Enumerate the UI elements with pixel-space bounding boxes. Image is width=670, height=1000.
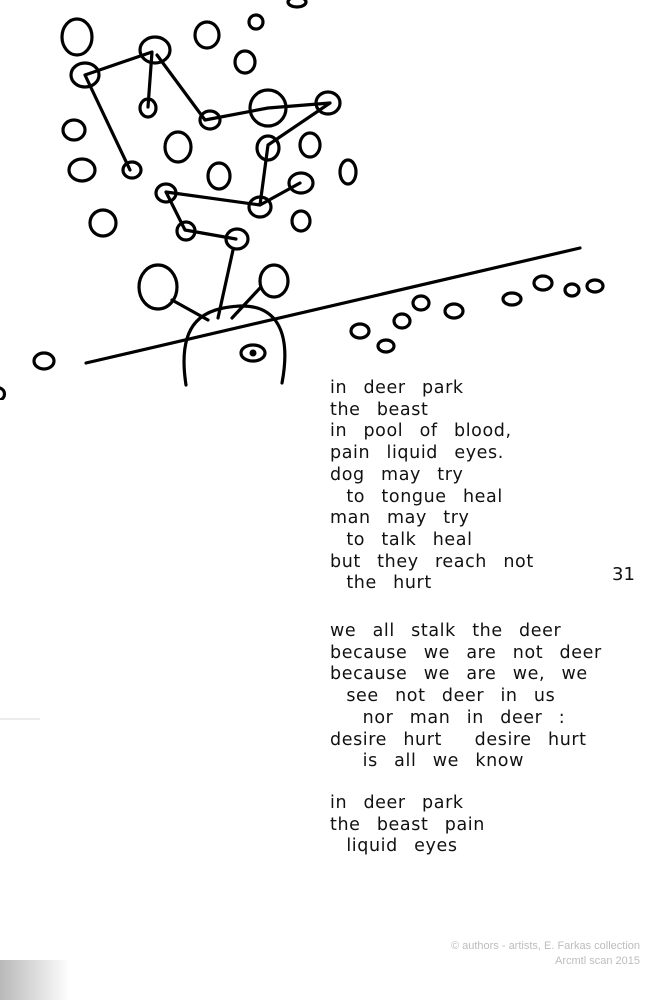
poem-line: in pool of blood, (330, 421, 512, 442)
star-circle (314, 90, 342, 116)
poem-line: pain liquid eyes. (330, 443, 504, 464)
constellation-lines (83, 50, 332, 241)
star-circle (163, 130, 193, 164)
poem-line: the hurt (330, 573, 432, 594)
star-circle (392, 312, 412, 330)
star-circle (175, 220, 197, 242)
star-circle (88, 208, 118, 238)
poem-line: is all we know (330, 751, 524, 772)
star-circle (248, 88, 288, 128)
page-edge-mark (0, 718, 40, 720)
star-circle (349, 322, 371, 340)
poem-line: the beast (330, 399, 429, 420)
poem-line: dog may try (330, 464, 464, 485)
poem-line: in deer park (330, 378, 464, 398)
star-circle (376, 338, 396, 354)
star-circle (67, 157, 97, 183)
star-circle (32, 351, 56, 371)
poem-line: nor man in deer : (330, 707, 566, 728)
star-circle (532, 274, 554, 292)
figure-eye (239, 343, 267, 363)
constellation-illustration (0, 0, 605, 400)
star-circle (286, 0, 308, 9)
star-circle (338, 158, 358, 186)
figure-pupil (249, 349, 257, 357)
poem-line: because we are not deer (330, 642, 602, 663)
poem-line: to tongue heal (330, 486, 503, 507)
star-circle (138, 35, 172, 65)
credit-line-scan: Arcmtl scan 2015 (555, 955, 640, 967)
antenna-left (170, 298, 210, 322)
poem-line: man may try (330, 508, 470, 529)
horizon-line (84, 246, 582, 365)
star-circle (563, 282, 581, 298)
poem-line: in deer park (330, 793, 464, 813)
antenna-right (216, 248, 235, 320)
antenna-bulb-right (258, 263, 290, 299)
credit-line-copyright: © authors - artists, E. Farkas collectio… (450, 940, 640, 952)
poem-line: to talk heal (330, 529, 473, 550)
star-circle (60, 17, 94, 57)
star-circle (69, 61, 101, 89)
star-circle (121, 160, 143, 180)
poem-line: but they reach not (330, 551, 534, 572)
star-circle (138, 97, 158, 119)
star-circle (290, 209, 312, 233)
star-circle (247, 195, 273, 219)
star-circle (501, 291, 523, 307)
edge-fragment (0, 386, 7, 400)
antenna-bulb-left (137, 263, 179, 311)
figure-head (182, 304, 287, 387)
star-circle (61, 118, 87, 142)
star-circle (411, 294, 431, 312)
star-circle (224, 227, 250, 251)
star-circle (287, 171, 315, 195)
scan-smudge (0, 960, 70, 1000)
poem-line: we all stalk the deer (330, 621, 562, 641)
star-circle (247, 13, 265, 31)
poem-line: liquid eyes (330, 836, 458, 857)
star-circle (198, 109, 222, 131)
poem-line: the beast pain (330, 814, 485, 835)
star-circle (154, 182, 178, 204)
star-circle (585, 278, 605, 294)
star-circle (298, 131, 322, 159)
poem-line: desire hurt desire hurt (330, 729, 587, 750)
poem-line: see not deer in us (330, 686, 556, 707)
poem-line: because we are we, we (330, 664, 588, 685)
star-circle (443, 302, 465, 320)
star-circle (206, 161, 232, 191)
page-number: 31 (612, 564, 635, 585)
star-circle (233, 49, 257, 75)
star-circle (255, 134, 281, 162)
antenna-right-2 (230, 286, 262, 320)
star-circle (193, 20, 221, 50)
